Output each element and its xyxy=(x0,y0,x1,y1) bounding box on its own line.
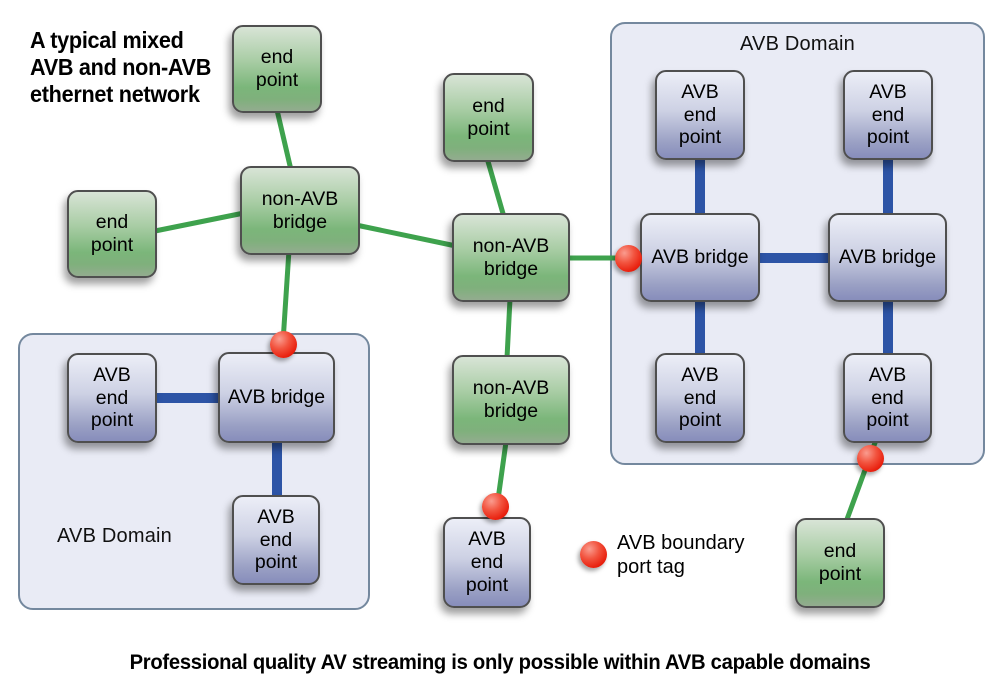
link-epleft-navb1 xyxy=(152,210,247,234)
legend-label: AVB boundary port tag xyxy=(617,531,745,579)
avb-end-point-middle: AVB end point xyxy=(443,517,531,608)
link-epmid-navb2 xyxy=(484,155,507,220)
diagram-title: A typical mixed AVB and non-AVB ethernet… xyxy=(30,27,211,108)
avb-bridge-left-domain: AVB bridge xyxy=(218,352,335,443)
avb-end-point-bottom-left: AVB end point xyxy=(655,353,745,443)
non-avb-bridge-1: non-AVB bridge xyxy=(240,166,360,255)
link-navb1-lbridge xyxy=(280,247,292,345)
legend-label-line-2: port tag xyxy=(617,556,685,578)
end-point-middle: end point xyxy=(443,73,534,162)
end-point-left: end point xyxy=(67,190,157,278)
avb-end-point-left-1: AVB end point xyxy=(67,353,157,443)
avb-boundary-port-tag-dot xyxy=(270,331,297,358)
avb-end-point-bottom-right: AVB end point xyxy=(843,353,932,443)
avb-boundary-port-tag-dot xyxy=(615,245,642,272)
end-point-top: end point xyxy=(232,25,322,113)
end-point-bottom-right: end point xyxy=(795,518,885,608)
avb-domain-right-label: AVB Domain xyxy=(739,33,855,55)
avb-end-point-top-right: AVB end point xyxy=(843,70,933,160)
non-avb-bridge-3: non-AVB bridge xyxy=(452,355,570,445)
non-avb-bridge-2: non-AVB bridge xyxy=(452,213,570,302)
avb-bridge-right-domain-left: AVB bridge xyxy=(640,213,760,302)
avb-domain-left-label: AVB Domain xyxy=(57,525,173,547)
avb-boundary-port-tag-dot xyxy=(482,493,509,520)
avb-bridge-right-domain-right: AVB bridge xyxy=(828,213,947,302)
title-line-3: ethernet network xyxy=(30,81,200,107)
legend-avb-boundary-port-tag-dot xyxy=(580,541,607,568)
legend-label-line-1: AVB boundary xyxy=(617,532,745,554)
avb-boundary-port-tag-dot xyxy=(857,445,884,472)
avb-end-point-top-left: AVB end point xyxy=(655,70,745,160)
link-eptop-navb1 xyxy=(274,107,294,173)
link-navb2-navb3 xyxy=(504,296,513,361)
title-line-1: A typical mixed xyxy=(30,27,184,53)
bottom-caption: Professional quality AV streaming is onl… xyxy=(129,650,871,674)
avb-end-point-left-2: AVB end point xyxy=(232,495,320,585)
link-navb1-navb2 xyxy=(353,222,459,249)
title-line-2: AVB and non-AVB xyxy=(30,54,212,80)
